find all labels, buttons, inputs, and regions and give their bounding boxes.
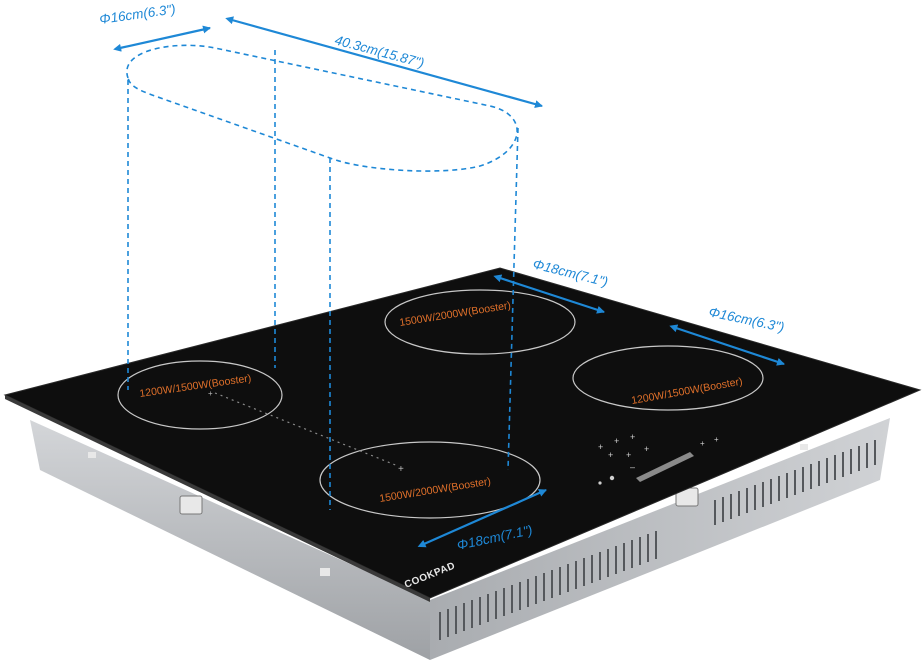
- double-headed-arrow-icon: [669, 324, 785, 366]
- double-headed-arrow-icon: [113, 25, 211, 52]
- zone-ring-top: [384, 289, 576, 355]
- dimension-label-bridge-diameter: Φ16cm(6.3"): [98, 1, 176, 27]
- bridge-marker-icon: +: [208, 389, 213, 398]
- vent-slots-right: [714, 440, 876, 525]
- touch-control-icon: +: [700, 439, 705, 448]
- glass-edge-highlight: [5, 395, 430, 602]
- dimension-arrows: [113, 16, 785, 548]
- touch-control-icon: +: [608, 450, 613, 460]
- double-headed-arrow-icon: [493, 274, 605, 314]
- foot-clip: [88, 452, 96, 458]
- slider-control: [636, 452, 694, 482]
- double-headed-arrow-icon: [417, 488, 547, 548]
- touch-control-icon: +: [714, 435, 719, 444]
- zone-ring-left: [117, 360, 283, 430]
- foot-clip: [800, 444, 808, 450]
- mounting-clip-left: [179, 495, 203, 515]
- touch-control-panel: + + + + + + – + +: [598, 432, 719, 485]
- foot-clip: [320, 568, 330, 576]
- double-headed-arrow-icon: [225, 16, 543, 108]
- steel-housing: [30, 418, 890, 660]
- touch-control-icon: +: [626, 450, 631, 460]
- touch-control-icon: +: [644, 444, 649, 454]
- touch-control-icon: +: [630, 432, 635, 442]
- bridge-marker-icon: +: [398, 464, 404, 475]
- dimension-label-right: Φ16cm(6.3"): [707, 304, 785, 335]
- power-icon: [609, 475, 615, 481]
- lock-icon: [598, 481, 602, 485]
- touch-control-icon: +: [614, 436, 619, 446]
- touch-control-icon: –: [630, 462, 635, 472]
- zone-ring-right: [572, 345, 764, 411]
- vent-slots-left: [439, 531, 657, 640]
- touch-control-icon: +: [598, 442, 603, 452]
